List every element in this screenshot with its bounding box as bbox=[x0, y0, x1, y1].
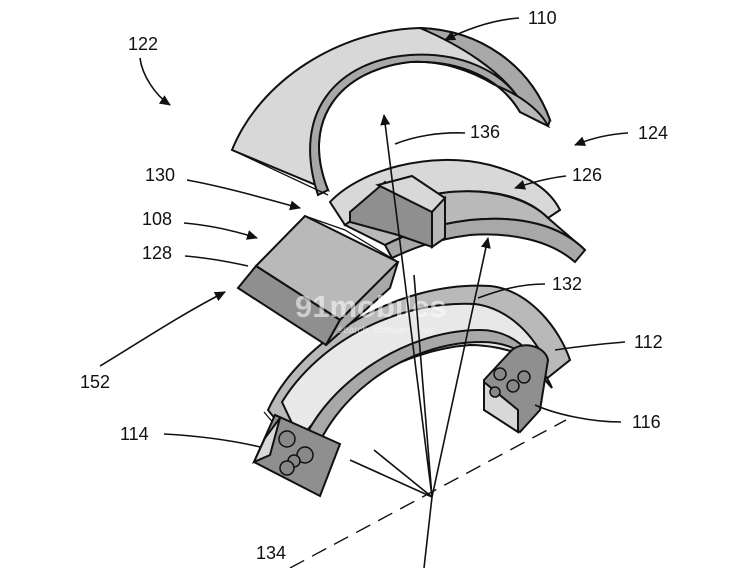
label-136: 136 bbox=[470, 122, 500, 142]
label-134: 134 bbox=[256, 543, 286, 563]
focal-rays bbox=[289, 114, 567, 568]
label-114: 114 bbox=[120, 424, 149, 444]
label-132: 132 bbox=[552, 274, 582, 294]
left-end-plate bbox=[251, 413, 342, 498]
label-116: 116 bbox=[632, 412, 661, 432]
watermark-tagline: search. compare. buy bbox=[338, 325, 434, 336]
label-124: 124 bbox=[638, 123, 668, 143]
reference-numerals: 110 122 136 124 126 130 108 128 132 152 … bbox=[80, 8, 668, 563]
inner-module bbox=[349, 174, 447, 249]
watermark-brand: 91mobiles bbox=[295, 289, 447, 324]
label-130: 130 bbox=[145, 165, 175, 185]
right-end-plate bbox=[483, 344, 550, 434]
label-108: 108 bbox=[142, 209, 172, 229]
top-cover bbox=[230, 26, 552, 197]
label-152: 152 bbox=[80, 372, 110, 392]
label-126: 126 bbox=[572, 165, 602, 185]
display-block bbox=[236, 214, 400, 347]
label-110: 110 bbox=[528, 8, 557, 28]
label-128: 128 bbox=[142, 243, 172, 263]
leader-lines bbox=[99, 17, 629, 448]
watermark: 91mobiles search. compare. buy bbox=[295, 289, 447, 336]
label-112: 112 bbox=[634, 332, 663, 352]
label-122: 122 bbox=[128, 34, 158, 54]
